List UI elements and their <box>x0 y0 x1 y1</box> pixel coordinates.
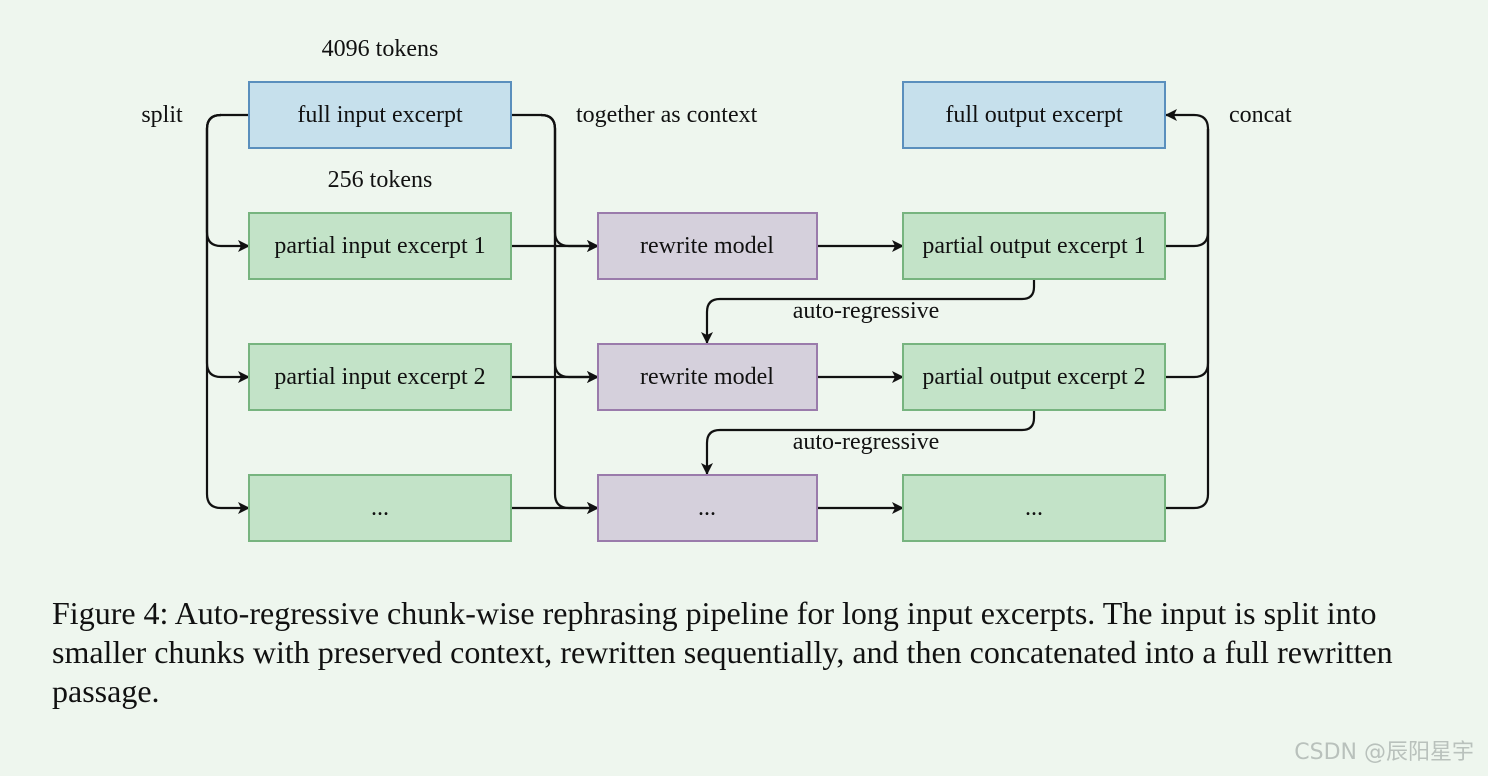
node-label: ... <box>371 495 389 521</box>
node-label: ... <box>698 495 716 521</box>
label-auto-regressive-1: auto-regressive <box>793 298 940 324</box>
label-auto-regressive-2: auto-regressive <box>793 429 940 455</box>
concat-edge-3 <box>1165 129 1210 510</box>
label-together-as-context: together as context <box>576 102 758 128</box>
node-rewrite-3: ... <box>597 474 818 542</box>
concat-edge-2 <box>1165 129 1210 379</box>
concat-edge-1 <box>1165 109 1210 248</box>
node-partial-output-3: ... <box>902 474 1166 542</box>
node-label: rewrite model <box>640 233 774 259</box>
watermark: CSDN @辰阳星宇 <box>1294 740 1474 765</box>
node-partial-input-1: partial input excerpt 1 <box>248 212 512 280</box>
label-256-tokens: 256 tokens <box>328 167 433 193</box>
node-label: full input excerpt <box>297 102 463 128</box>
node-label: partial output excerpt 1 <box>922 233 1145 259</box>
edges <box>205 109 1210 514</box>
label-concat: concat <box>1229 102 1292 128</box>
split-edge-1 <box>205 113 250 252</box>
autoregressive-edge-2 <box>701 410 1036 475</box>
node-full-output: full output excerpt <box>902 81 1166 149</box>
node-rewrite-1: rewrite model <box>597 212 818 280</box>
node-label: rewrite model <box>640 364 774 390</box>
label-split: split <box>141 102 183 128</box>
label-4096-tokens: 4096 tokens <box>322 36 439 62</box>
node-label: full output excerpt <box>945 102 1123 128</box>
autoregressive-edge-1 <box>701 279 1036 344</box>
context-edge-3 <box>540 113 599 514</box>
pipeline-diagram: full input excerpt full output excerpt p… <box>141 36 1292 542</box>
node-partial-output-2: partial output excerpt 2 <box>902 343 1166 411</box>
node-rewrite-2: rewrite model <box>597 343 818 411</box>
split-edge-3 <box>205 113 250 514</box>
node-partial-input-2: partial input excerpt 2 <box>248 343 512 411</box>
node-full-input: full input excerpt <box>248 81 512 149</box>
node-partial-input-3: ... <box>248 474 512 542</box>
node-partial-output-1: partial output excerpt 1 <box>902 212 1166 280</box>
node-label: ... <box>1025 495 1043 521</box>
node-label: partial output excerpt 2 <box>922 364 1145 390</box>
figure-caption: Figure 4: Auto-regressive chunk-wise rep… <box>52 595 1393 709</box>
node-label: partial input excerpt 1 <box>274 233 485 259</box>
node-label: partial input excerpt 2 <box>274 364 485 390</box>
